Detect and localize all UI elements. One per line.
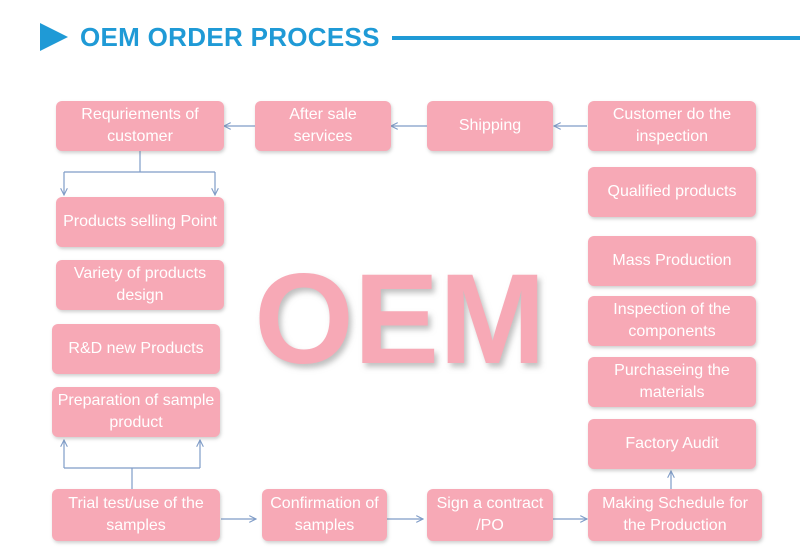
step-trial: Trial test/use of the samples — [52, 489, 220, 541]
oem-watermark: OEM — [254, 248, 546, 391]
step-after-sale: After sale services — [255, 101, 391, 151]
step-variety: Variety of products design — [56, 260, 224, 310]
step-purchasing: Purchaseing the materials — [588, 357, 756, 407]
step-sample-prep: Preparation of sample product — [52, 387, 220, 437]
step-contract: Sign a contract /PO — [427, 489, 553, 541]
step-rnd: R&D new Products — [52, 324, 220, 374]
step-confirmation: Confirmation of samples — [262, 489, 387, 541]
step-qualified: Qualified products — [588, 167, 756, 217]
step-inspection: Customer do the inspection — [588, 101, 756, 151]
page-title: OEM ORDER PROCESS — [80, 22, 380, 52]
step-components: Inspection of the components — [588, 296, 756, 346]
title-divider — [392, 36, 800, 40]
title-arrow-icon — [40, 23, 68, 51]
step-factory-audit: Factory Audit — [588, 419, 756, 469]
step-shipping: Shipping — [427, 101, 553, 151]
step-requirements: Requriements of customer — [56, 101, 224, 151]
step-selling-point: Products selling Point — [56, 197, 224, 247]
step-mass-production: Mass Production — [588, 236, 756, 286]
step-schedule: Making Schedule for the Production — [588, 489, 762, 541]
